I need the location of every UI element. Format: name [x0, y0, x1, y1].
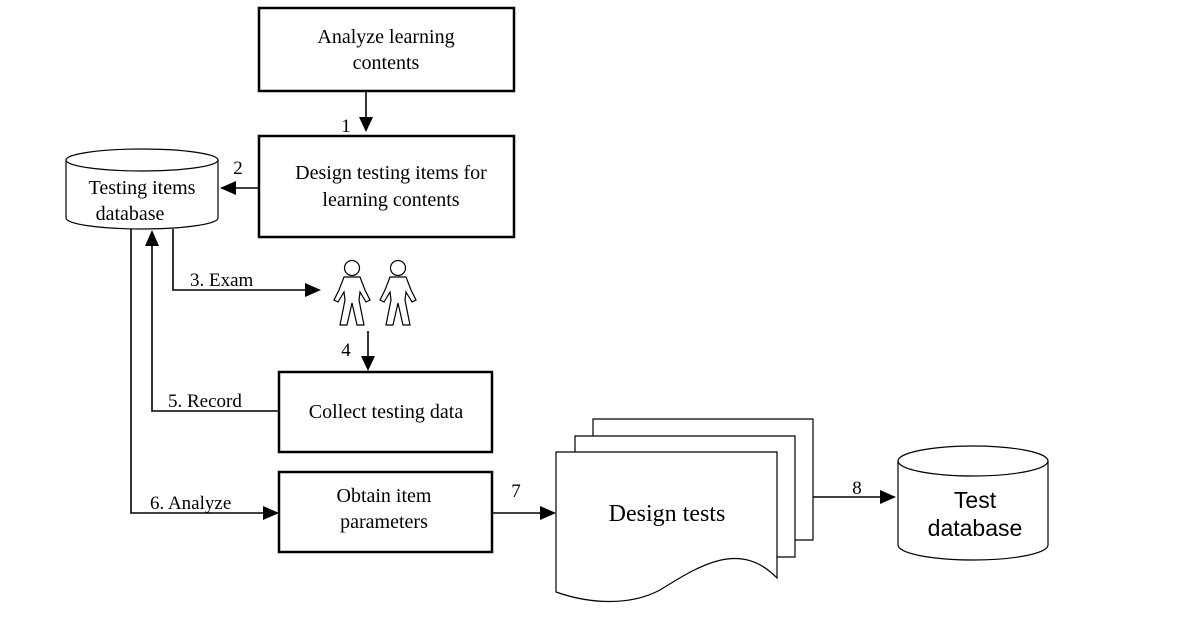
obtain-box-line1: Obtain item — [337, 485, 432, 507]
design-items-line1: Design testing items for — [295, 162, 487, 184]
design-items-line2: learning contents — [322, 189, 459, 211]
analyze-box-line2: contents — [353, 52, 420, 74]
edge-5-record-arrow: 5. Record — [145, 230, 279, 412]
edge-2-arrow: 2 — [220, 158, 259, 195]
edge-8-label: 8 — [852, 478, 862, 499]
edge-7-arrow: 7 — [492, 481, 556, 520]
collect-testing-data-box: Collect testing data — [277, 370, 494, 454]
design-testing-items-box: Design testing items for learning conten… — [257, 134, 516, 239]
edge-6-label: 6. Analyze — [150, 493, 231, 514]
test-database-cylinder: Test database — [897, 445, 1049, 561]
edge-4-label: 4 — [341, 340, 351, 361]
obtain-box-line2: parameters — [340, 511, 428, 533]
edge-1-arrow: 1 — [341, 91, 373, 137]
edge-8-arrow: 8 — [813, 478, 896, 504]
edge-5-label: 5. Record — [168, 391, 242, 412]
analyze-learning-contents-box: Analyze learning contents — [257, 6, 516, 93]
design-tests-document-stack: Design tests — [555, 418, 814, 603]
test-db-line1: Test — [954, 487, 997, 513]
edge-4-arrow: 4 — [341, 331, 375, 371]
edge-2-label: 2 — [233, 158, 243, 179]
items-db-line2: database — [96, 203, 165, 225]
examinee-figure-1 — [333, 259, 371, 326]
testing-items-database-cylinder: Testing items database — [65, 148, 219, 230]
edge-3-exam-arrow: 3. Exam — [172, 229, 321, 297]
edge-7-label: 7 — [511, 481, 521, 502]
analyze-box-line1: Analyze learning — [317, 26, 454, 48]
obtain-item-parameters-box: Obtain item parameters — [277, 470, 494, 554]
edge-1-label: 1 — [341, 116, 351, 137]
edge-6-analyze-arrow: 6. Analyze — [130, 229, 279, 520]
design-tests-label: Design tests — [609, 501, 726, 527]
edge-3-label: 3. Exam — [190, 270, 254, 291]
items-db-line1: Testing items — [89, 177, 196, 199]
test-db-line2: database — [928, 515, 1023, 541]
collect-box-label: Collect testing data — [309, 401, 464, 423]
examinee-figure-2 — [379, 259, 417, 326]
